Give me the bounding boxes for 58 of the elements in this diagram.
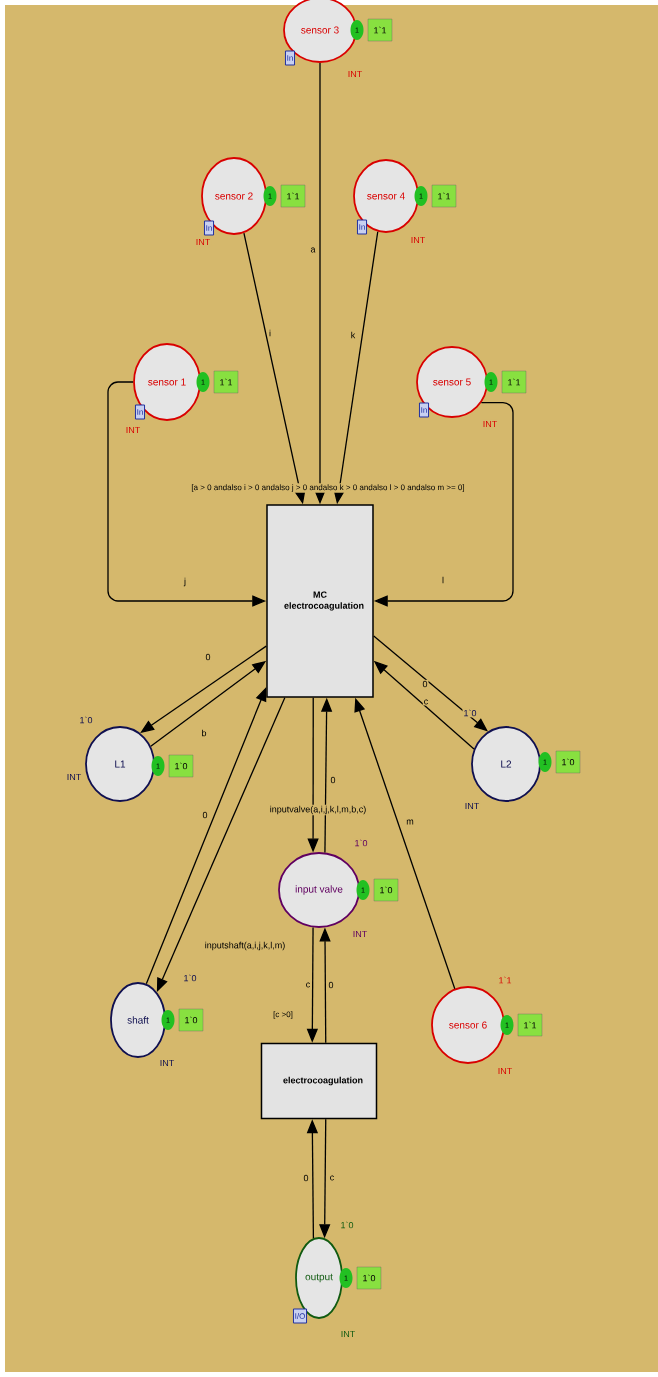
edge-label: k (351, 331, 356, 339)
type-label: INT (346, 69, 364, 79)
edge-label: c (330, 1175, 334, 1181)
marking-box: 1`0 (555, 750, 581, 774)
type-label: INT (339, 1329, 357, 1339)
marking-box: 1`1 (280, 184, 306, 208)
type-label: INT (463, 801, 481, 811)
edge-label: inputvalve(a,i,j,k,l,m,b,c) (270, 805, 366, 815)
type-label: INT (351, 929, 369, 939)
marking-box: 1`1 (517, 1013, 543, 1037)
arrow (140, 645, 267, 733)
arrow (373, 635, 488, 732)
marking-box: 1`0 (178, 1008, 204, 1032)
marking-box: 1`1 (367, 18, 393, 42)
initial-marking: 1`0 (462, 708, 478, 718)
edge-label: inputshaft(a,i,j,k,l,m) (205, 941, 285, 951)
marking-box: 1`1 (501, 370, 527, 394)
edge-label: 0 (422, 680, 428, 688)
guard-label: [a > 0 andalso i > 0 andalso j > 0 andalso k > 0 andalso l > 0 andalso m >= 0] (190, 483, 466, 493)
initial-marking: 1`0 (78, 715, 94, 725)
initial-marking: 1`0 (353, 838, 369, 848)
guard-label: [c >0] (272, 1010, 294, 1020)
marking-box: 1`1 (431, 184, 457, 208)
type-label: INT (194, 237, 212, 247)
edge-label: 0 (205, 653, 211, 661)
type-label: INT (496, 1066, 514, 1076)
port-tag: In (356, 219, 368, 235)
port-tag: I/O (292, 1308, 308, 1324)
initial-marking: 1`0 (339, 1220, 355, 1230)
port-tag: In (418, 402, 430, 418)
marking-box: 1`0 (373, 878, 399, 902)
edge-label: c (424, 699, 428, 705)
transition-box: electrocoagulation (260, 1042, 378, 1120)
transition-box: MC electrocoagulation (266, 504, 374, 698)
edge-label: m (406, 819, 414, 825)
edge-label: 0 (202, 811, 208, 819)
edge-label: c (306, 982, 310, 988)
type-label: INT (409, 235, 427, 245)
port-tag: In (134, 404, 146, 420)
port-tag: In (203, 220, 215, 236)
type-label: INT (124, 425, 142, 435)
type-label: INT (481, 419, 499, 429)
port-tag: In (284, 50, 296, 66)
edge-label: b (202, 729, 207, 737)
edge-label: 0 (328, 981, 334, 989)
marking-box: 1`0 (168, 754, 194, 778)
type-label: INT (65, 772, 83, 782)
edge-label: 0 (330, 776, 336, 784)
marking-box: 1`0 (356, 1266, 382, 1290)
initial-marking: 1`0 (182, 973, 198, 983)
marking-box: 1`1 (213, 370, 239, 394)
edge-label: l (442, 576, 444, 584)
initial-marking: 1`1 (497, 975, 513, 985)
edge-label: a (310, 247, 316, 253)
edge-label: i (269, 329, 271, 337)
edge-label: j (183, 577, 186, 587)
edge-label: 0 (303, 1174, 309, 1182)
type-label: INT (158, 1058, 176, 1068)
